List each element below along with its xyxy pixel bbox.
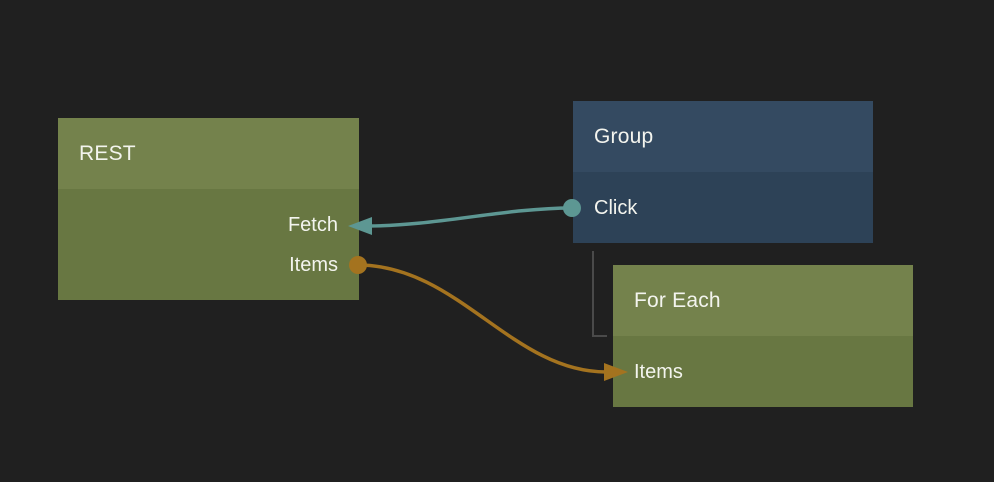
port-group-click[interactable]: Click [573,188,873,228]
node-rest-title: REST [79,141,136,165]
connection-items-to-items[interactable] [349,256,628,381]
group-child-elbow-line [592,251,607,337]
port-rest-fetch-label: Fetch [287,213,338,236]
node-group-header[interactable]: Group [573,101,873,172]
port-rest-items-label: Items [289,253,338,276]
node-group-body: Click [573,172,873,243]
node-foreach[interactable]: For Each Items [613,265,913,407]
node-rest-body: Fetch Items [58,189,359,300]
node-group-title: Group [594,124,654,148]
node-group[interactable]: Group Click [573,101,873,243]
node-foreach-body: Items [613,336,913,407]
port-rest-fetch[interactable]: Fetch [58,205,359,245]
port-foreach-items[interactable]: Items [613,352,913,392]
port-group-click-label: Click [594,196,638,219]
port-foreach-items-label: Items [634,360,683,383]
node-foreach-title: For Each [634,288,721,312]
node-rest[interactable]: REST Fetch Items [58,118,359,300]
connection-click-to-fetch[interactable] [348,199,581,235]
node-rest-header[interactable]: REST [58,118,359,189]
node-foreach-header[interactable]: For Each [613,265,913,336]
port-rest-items[interactable]: Items [58,245,359,285]
